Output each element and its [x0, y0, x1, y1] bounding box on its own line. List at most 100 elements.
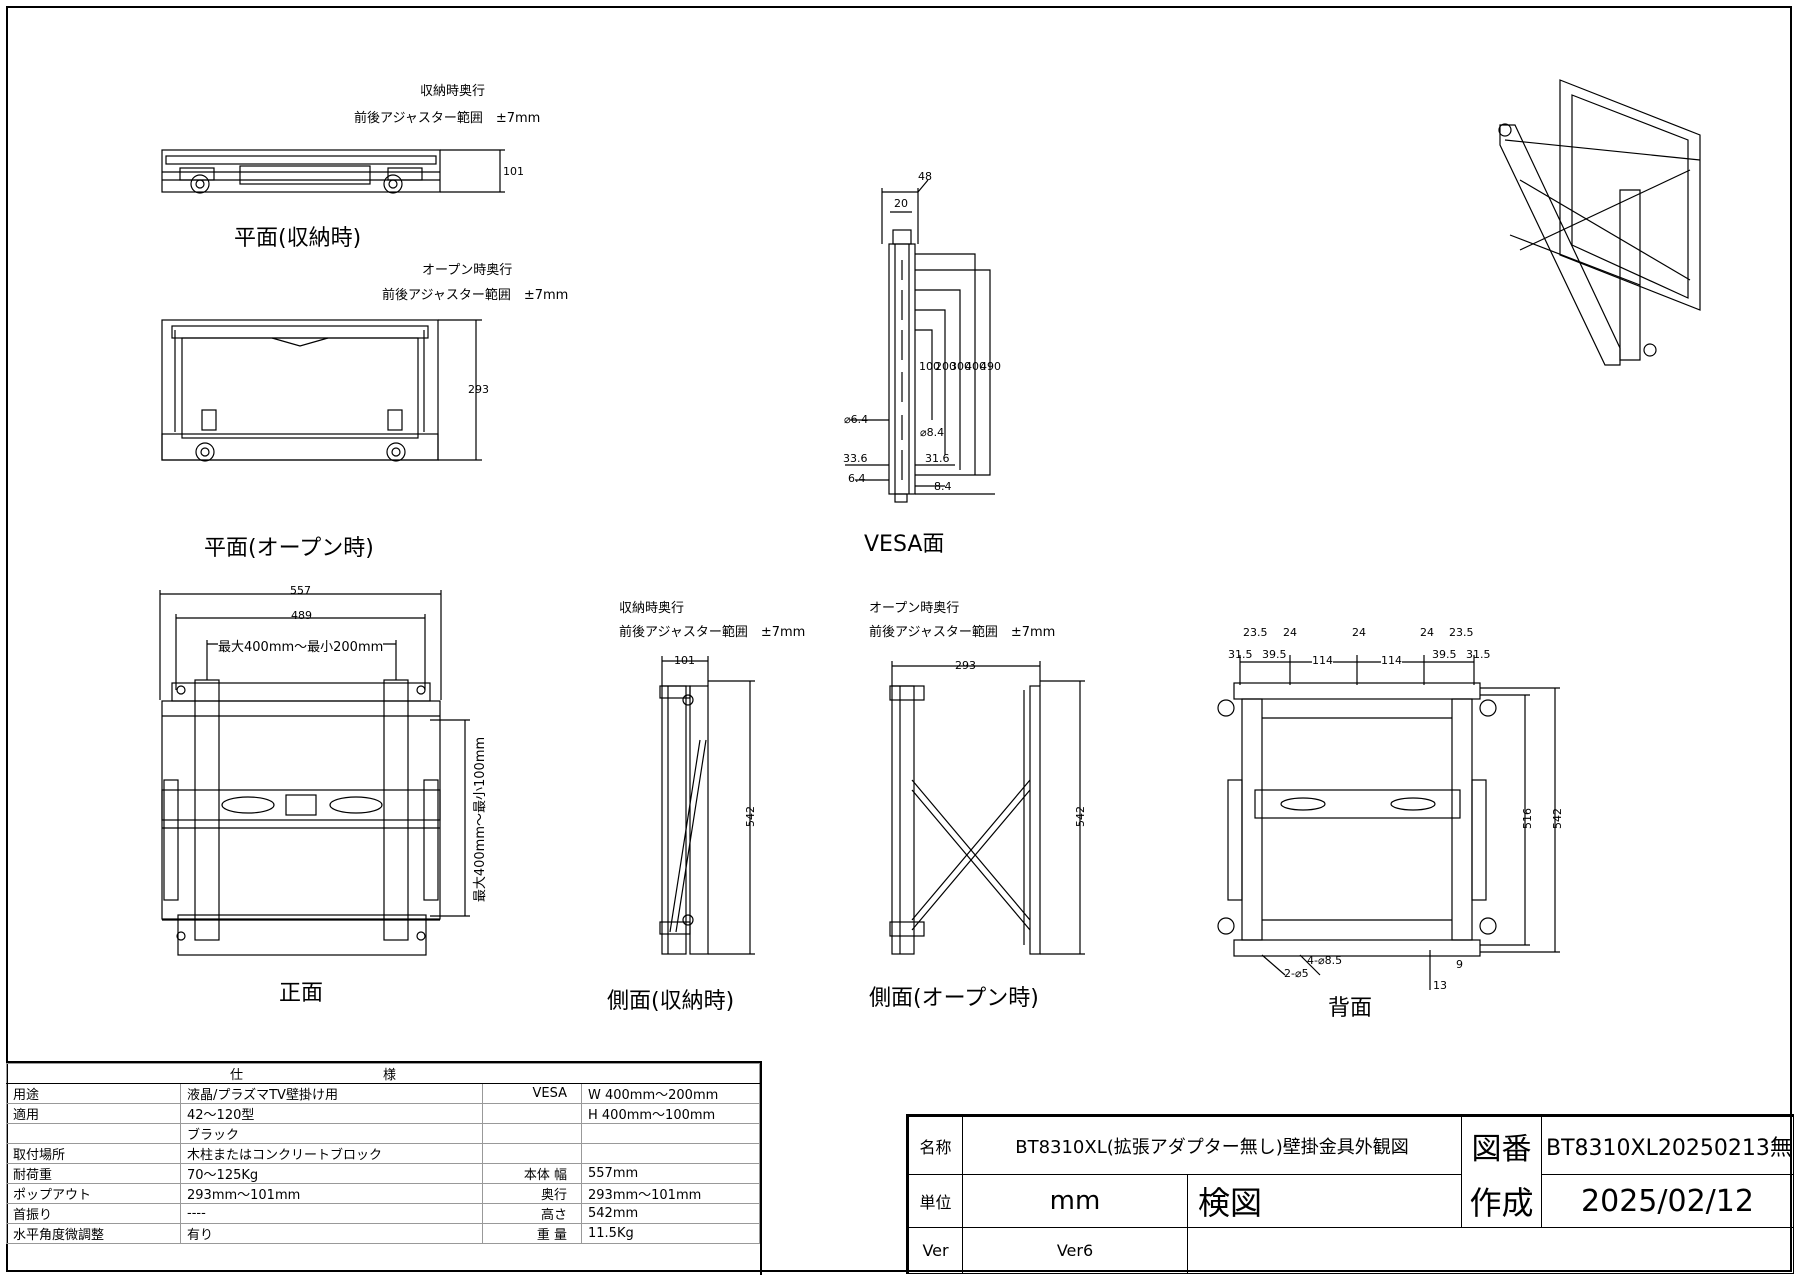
plan-stored-dim-depth: 101	[503, 165, 524, 178]
front-dim-pitch-h: 最大400mm～最小200mm	[218, 636, 384, 655]
spec-cell: 11.5Kg	[581, 1223, 760, 1244]
spec-cell: 42～120型	[180, 1103, 483, 1124]
plan-open-note-depth: オープン時奥行	[422, 263, 513, 278]
drawing-frame	[6, 6, 1792, 1272]
spec-table: 仕様 用途 液晶/プラズマTV壁掛け用 VESA W 400mm～200mm 適…	[6, 1061, 762, 1275]
table-row: 取付場所 木柱またはコンクリートブロック	[6, 1143, 760, 1164]
vesa-dim-hole64: ⌀6.4	[844, 413, 869, 426]
spec-cell	[581, 1123, 760, 1144]
name-label: 名称	[908, 1115, 963, 1176]
side-stored-drawing	[659, 656, 755, 955]
side-open-dim-depth: 293	[955, 659, 976, 672]
spec-cell: 293mm～101mm	[581, 1183, 760, 1204]
plan-stored-drawing	[161, 149, 505, 194]
vesa-dim-490: 490	[980, 360, 1001, 373]
table-row: 水平角度微調整 有り 重 量 11.5Kg	[6, 1223, 760, 1244]
side-stored-caption: 側面(収納時)	[607, 989, 735, 1014]
table-row: 耐荷重 70～125Kg 本体 幅 557mm	[6, 1163, 760, 1184]
spec-cell	[482, 1103, 582, 1124]
vesa-dim-400: 400	[965, 360, 986, 373]
vesa-drawing	[845, 179, 995, 503]
back-dim-13: 13	[1433, 979, 1447, 992]
front-caption: 正面	[279, 981, 324, 1006]
table-row: ポップアウト 293mm～101mm 奥行 293mm～101mm	[6, 1183, 760, 1204]
spec-cell: ブラック	[180, 1123, 483, 1144]
side-stored-note-depth: 収納時奥行	[619, 601, 685, 616]
spec-cell: VESA	[482, 1083, 582, 1104]
spec-cell: 適用	[6, 1103, 181, 1124]
spec-cell: 70～125Kg	[180, 1163, 483, 1184]
front-dim-width: 557	[290, 584, 311, 597]
back-dim-542: 542	[1551, 808, 1564, 829]
spec-cell	[482, 1123, 582, 1144]
vesa-dim-48: 48	[918, 170, 932, 183]
spec-cell: 木柱またはコンクリートブロック	[180, 1143, 483, 1164]
vesa-dim-100: 100	[919, 360, 940, 373]
spec-cell	[581, 1143, 760, 1164]
side-open-dim-height: 542	[1074, 806, 1087, 827]
side-stored-dim-height: 542	[744, 806, 757, 827]
plan-stored-note-depth: 収納時奥行	[420, 84, 486, 99]
vesa-dim-336: 33.6	[843, 452, 868, 465]
side-open-caption: 側面(オープン時)	[869, 986, 1039, 1011]
back-dim-114-left: 114	[1312, 654, 1333, 667]
side-open-drawing	[889, 661, 1085, 955]
vesa-dim-200: 200	[935, 360, 956, 373]
back-dim-holes-2: 2-⌀5	[1284, 967, 1309, 980]
table-row: 首振り ---- 高さ 542mm	[6, 1203, 760, 1224]
spec-cell	[6, 1123, 181, 1144]
back-dim-315-left: 31.5	[1228, 648, 1253, 661]
spec-cell	[482, 1143, 582, 1164]
spec-cell: 557mm	[581, 1163, 760, 1184]
spec-cell: 542mm	[581, 1203, 760, 1224]
ver-value: Ver6	[962, 1226, 1188, 1275]
spec-cell: H 400mm～100mm	[581, 1103, 760, 1124]
back-dim-24-left: 24	[1283, 626, 1297, 639]
spec-cell: 液晶/プラズマTV壁掛け用	[180, 1083, 483, 1104]
plan-stored-caption: 平面(収納時)	[234, 226, 362, 251]
spec-cell: 293mm～101mm	[180, 1183, 483, 1204]
spec-header: 仕様	[6, 1063, 760, 1084]
created-label: 作成	[1461, 1174, 1542, 1228]
plan-open-note-range: 前後アジャスター範囲 ±7mm	[382, 288, 569, 303]
spec-cell: 有り	[180, 1223, 483, 1244]
spec-cell: 高さ	[482, 1203, 582, 1224]
back-dim-114-right: 114	[1381, 654, 1402, 667]
unit-value: mm	[962, 1174, 1188, 1228]
spec-cell: 首振り	[6, 1203, 181, 1224]
back-dim-516: 516	[1521, 808, 1534, 829]
title-block: 名称 BT8310XL(拡張アダプター無し)壁掛金具外観図 図番 BT8310X…	[906, 1114, 1794, 1275]
table-row: ブラック	[6, 1123, 760, 1144]
plan-stored-note-range: 前後アジャスター範囲 ±7mm	[354, 111, 541, 126]
drawing-no-value: BT8310XL20250213無	[1541, 1115, 1794, 1176]
back-dim-holes-4: 4-⌀8.5	[1307, 954, 1343, 967]
spec-cell: 耐荷重	[6, 1163, 181, 1184]
spec-cell: 水平角度微調整	[6, 1223, 181, 1244]
spec-cell: 取付場所	[6, 1143, 181, 1164]
back-dim-235-right: 23.5	[1449, 626, 1474, 639]
name-value: BT8310XL(拡張アダプター無し)壁掛金具外観図	[962, 1115, 1462, 1176]
side-stored-note-range: 前後アジャスター範囲 ±7mm	[619, 625, 806, 640]
vesa-dim-84: 8.4	[934, 480, 952, 493]
back-dim-395-right: 39.5	[1432, 648, 1457, 661]
ver-blank	[1187, 1226, 1794, 1275]
back-dim-24-center: 24	[1352, 626, 1366, 639]
vesa-dim-300: 300	[950, 360, 971, 373]
back-dim-9: 9	[1456, 958, 1463, 971]
plan-open-drawing	[161, 319, 482, 462]
unit-label: 単位	[908, 1174, 963, 1228]
ver-label: Ver	[908, 1226, 963, 1275]
vesa-dim-64: 6.4	[848, 472, 866, 485]
back-dim-395-left: 39.5	[1262, 648, 1287, 661]
created-value: 2025/02/12	[1541, 1174, 1794, 1228]
spec-cell: ----	[180, 1203, 483, 1224]
back-dim-24-right: 24	[1420, 626, 1434, 639]
side-open-note-depth: オープン時奥行	[869, 601, 960, 616]
plan-open-caption: 平面(オープン時)	[204, 536, 374, 561]
drawing-no-label: 図番	[1461, 1115, 1542, 1175]
vesa-dim-hole84: ⌀8.4	[920, 426, 945, 439]
spec-cell: 本体 幅	[482, 1163, 582, 1184]
table-row: 用途 液晶/プラズマTV壁掛け用 VESA W 400mm～200mm	[6, 1083, 760, 1104]
back-dim-315-right: 31.5	[1466, 648, 1491, 661]
